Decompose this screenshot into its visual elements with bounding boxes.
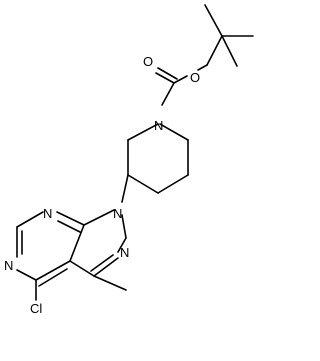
ester-oxygen-label: O	[190, 70, 200, 85]
pyrimidine-n7-label: N	[43, 206, 52, 221]
c4-n1-bond	[121, 174, 129, 203]
pyrazole-n2-label: N	[120, 245, 129, 260]
pyrazole-ring	[69, 209, 127, 277]
methyl-bond	[93, 275, 127, 291]
pyrimidine-ring	[16, 211, 85, 301]
pyrimidine-n5-label: N	[4, 258, 13, 273]
piperidine-nitrogen-label: N	[154, 118, 163, 133]
structure-diagram: O O N N N N N Cl	[4, 4, 254, 316]
chlorine-label: Cl	[30, 301, 42, 316]
carbonyl-oxygen-label: O	[143, 54, 153, 69]
tert-butyl-group	[204, 4, 254, 67]
carbamate-group	[155, 64, 208, 106]
piperidine-ring-outline	[127, 123, 189, 194]
pyrazole-n1-label: N	[113, 206, 122, 221]
